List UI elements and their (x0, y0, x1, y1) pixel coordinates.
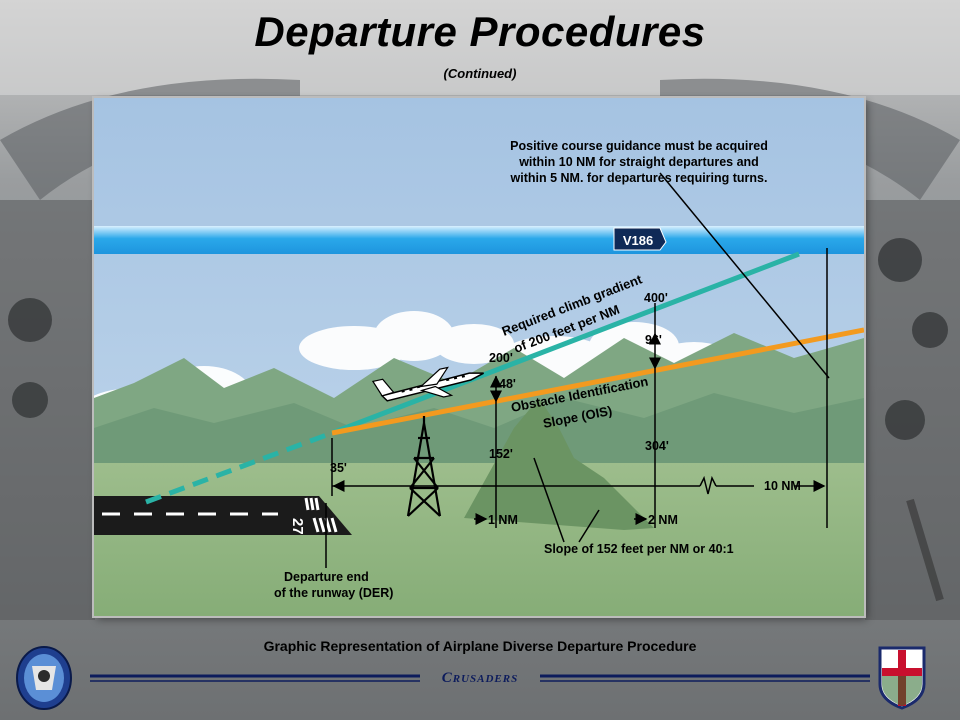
alt-400-label: 400' (644, 291, 668, 305)
runway (94, 496, 352, 535)
alt-96-label: 96' (645, 333, 662, 347)
alt-200-label: 200' (489, 351, 513, 365)
airway-label: V186 (623, 233, 653, 248)
dist-2nm-label: 2 NM (648, 513, 678, 527)
footer-squadron-name: Crusaders (441, 670, 519, 686)
alt-48-label: 48' (499, 377, 516, 391)
slide-subtitle: (Continued) (443, 66, 517, 81)
tower-icon (406, 416, 442, 517)
squadron-emblem-left (16, 646, 72, 710)
der-label-line-1: Departure end (284, 570, 369, 584)
footer-rule (90, 674, 870, 682)
note-line-3: within 5 NM. for departures requiring tu… (510, 171, 768, 185)
slope-note: Slope of 152 feet per NM or 40:1 (544, 542, 734, 556)
note-line-1: Positive course guidance must be acquire… (510, 139, 768, 153)
ois-line (331, 327, 864, 436)
dist-10nm-label: 10 NM (764, 479, 801, 493)
slide-title: Departure Procedures (254, 8, 706, 55)
climb-line (331, 251, 800, 436)
squadron-shield-right (878, 646, 926, 710)
departure-diagram: 27 (94, 98, 864, 616)
runway-number: 27 (289, 518, 306, 535)
diagram-caption: Graphic Representation of Airplane Diver… (263, 638, 697, 654)
alt-304-label: 304' (645, 439, 669, 453)
alt-152-label: 152' (489, 447, 513, 461)
airway-tag: V186 (613, 227, 667, 251)
obstacle-hill (464, 398, 654, 530)
dimension-lines (325, 172, 830, 568)
dist-1nm-label: 1 NM (488, 513, 518, 527)
airplane-icon (371, 366, 484, 402)
airway-band (94, 226, 864, 254)
diagram-frame: 27 (94, 98, 864, 616)
der-label-line-2: of the runway (DER) (274, 586, 393, 600)
climb-line-dashed (145, 430, 333, 505)
note-line-2: within 10 NM for straight departures and (518, 155, 759, 169)
alt-35-label: 35' (330, 461, 347, 475)
